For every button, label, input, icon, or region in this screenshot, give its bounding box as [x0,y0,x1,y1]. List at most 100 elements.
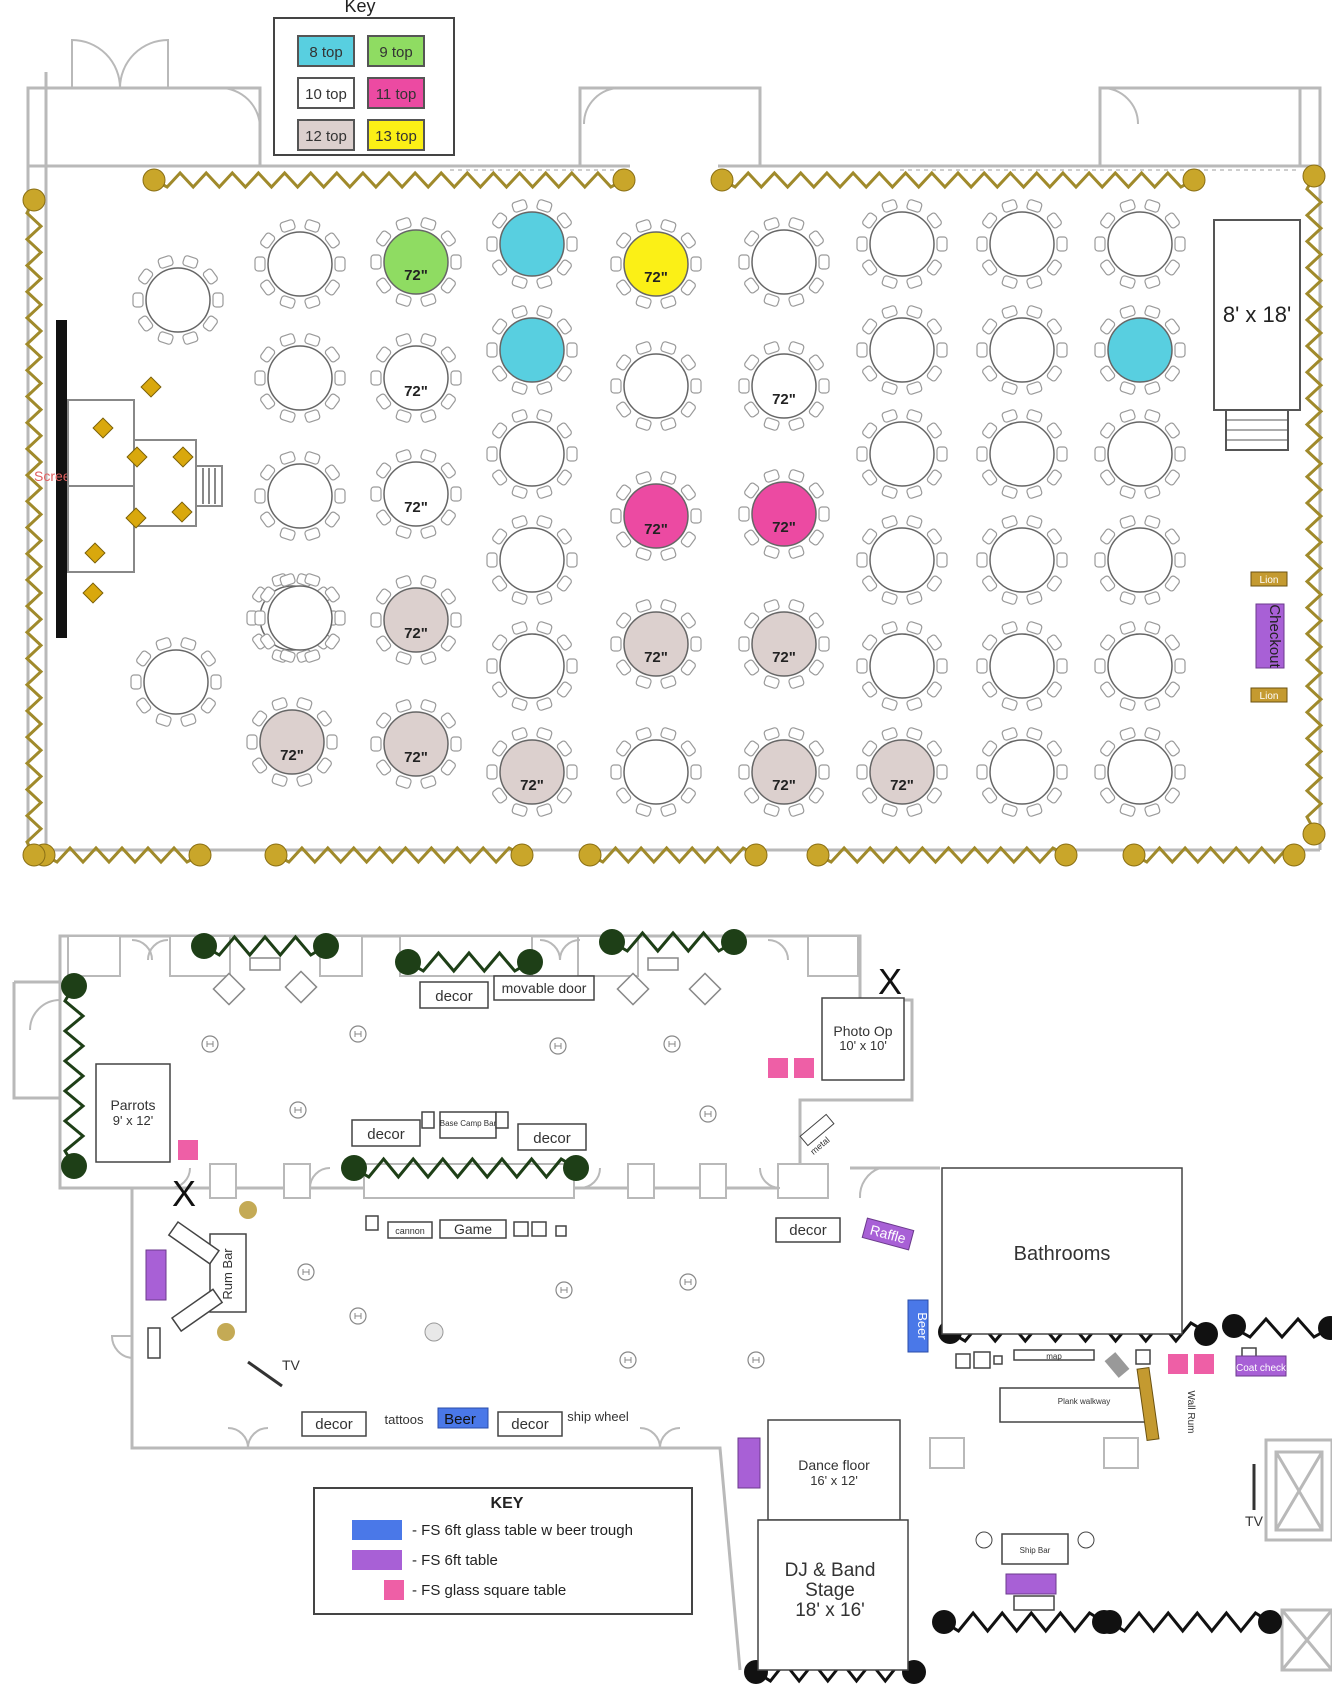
table-top [751,611,817,677]
chair [660,295,677,309]
table-top [499,317,565,383]
hedge [1109,1610,1271,1634]
chair [763,675,780,689]
chair [200,697,216,714]
round-table [976,305,1068,395]
round-table: 72" [610,599,702,689]
chair [492,469,508,486]
decor-label: decor [511,1416,549,1433]
chair [1119,803,1136,817]
chair [1026,381,1043,395]
chair [1100,365,1116,382]
chair [486,236,498,252]
chair [376,462,392,479]
table-top [499,633,565,699]
chair [610,378,622,394]
table-top [869,633,935,699]
chair [690,636,702,652]
chair [395,449,412,463]
chair [376,509,392,526]
chair [906,381,923,395]
chair [738,636,750,652]
chair [1026,199,1043,213]
chair [610,508,622,524]
chair [1056,764,1068,780]
chair [155,713,172,727]
chair [881,591,898,605]
drape-post [744,843,768,867]
chair [926,528,942,545]
highboy-table [619,1351,637,1369]
chair [616,659,632,676]
chair [1046,469,1062,486]
chair [808,787,824,804]
chair [157,331,174,345]
key-swatch [297,119,355,151]
chair [906,275,923,289]
table-top [1107,317,1173,383]
drape-post [1302,164,1326,188]
chair [788,341,805,355]
chair [1119,305,1136,319]
chair [982,681,998,698]
fs-6ft-table [737,1437,761,1489]
chair [279,649,296,663]
hedge-post [1194,1322,1218,1346]
chair [492,634,508,651]
drape [43,845,201,865]
lower-key-item: - FS 6ft table [352,1550,498,1570]
chair [763,803,780,817]
chair [862,365,878,382]
chair [906,199,923,213]
chair [744,354,760,371]
table-top [751,353,817,419]
chair [635,295,652,309]
round-table [976,199,1068,289]
chair [1100,787,1116,804]
x-mark: X [878,961,902,1002]
key-item-label: 9 top [379,44,412,61]
chair [982,422,998,439]
hedge-post [1222,1314,1246,1338]
lower-hall-plan: decor movable door Photo Op 10' x 10' Pa… [12,929,1332,1684]
table-top [267,345,333,411]
chair [744,659,760,676]
round-table [1094,727,1186,817]
table-top [1107,211,1173,277]
round-table [976,621,1068,711]
highboy-table [679,1273,697,1291]
stairs-piece [1104,1352,1130,1378]
hedge-post [313,933,339,959]
round-table [486,409,578,499]
planter [217,1323,235,1341]
chair [763,469,780,483]
chair [536,381,553,395]
chair [1001,591,1018,605]
chair [1001,727,1018,741]
chair [376,230,392,247]
chair [1046,318,1062,335]
chair [982,528,998,545]
drape-post [188,843,212,867]
chair [1174,658,1186,674]
stage-size: 18' x 16' [795,1600,865,1621]
chair [610,764,622,780]
chair [982,469,998,486]
tv-label: TV [1245,1513,1264,1529]
drape-post [612,168,636,192]
chair [1046,259,1062,276]
chair [690,256,702,272]
chair [324,586,340,603]
chair [906,591,923,605]
hedge-post [395,949,421,975]
chair [511,305,528,319]
chair [254,488,266,504]
table-top [383,587,449,653]
round-table: 72" [610,471,702,561]
chair [1001,199,1018,213]
chair [680,484,696,501]
chair [138,315,154,332]
chair [808,482,824,499]
chair [376,588,392,605]
cannon-label: cannon [395,1226,425,1236]
